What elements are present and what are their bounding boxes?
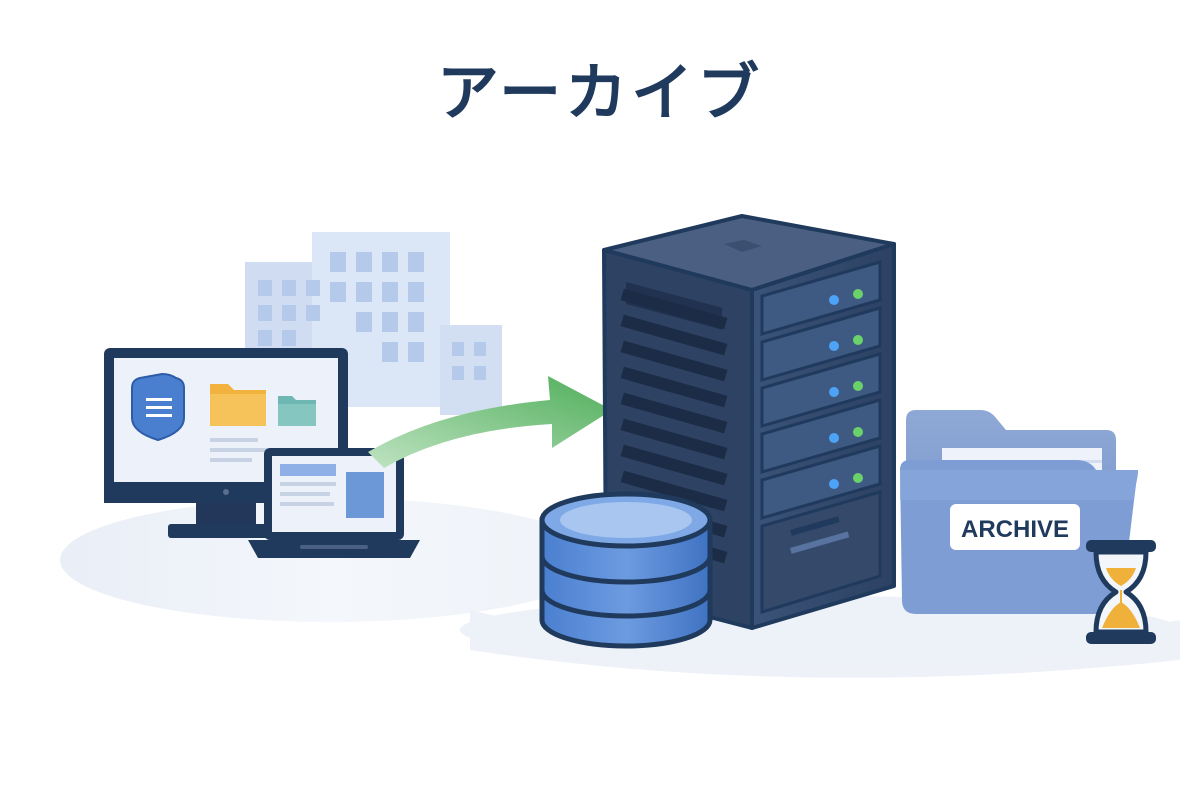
laptop-icon [248, 448, 420, 558]
database-cylinder-icon [539, 491, 713, 649]
hourglass-icon [1086, 540, 1156, 644]
drive-bays [760, 260, 882, 615]
status-leds [829, 289, 863, 489]
archive-label-plate [950, 504, 1080, 550]
archive-label: ARCHIVE [961, 516, 1069, 543]
page-title: アーカイブ [436, 56, 764, 129]
archive-folder-icon: ARCHIVE [900, 410, 1138, 614]
arrow-right-icon [368, 376, 612, 468]
